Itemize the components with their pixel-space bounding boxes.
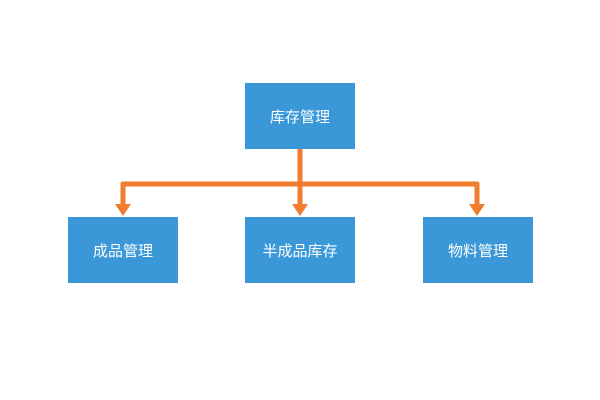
node-label: 库存管理 xyxy=(269,107,330,126)
arrowheads xyxy=(115,204,485,216)
node-materials-management: 物料管理 xyxy=(423,217,533,283)
node-semi-finished-inventory: 半成品库存 xyxy=(245,217,355,283)
arrowhead-right xyxy=(469,204,485,216)
node-label: 物料管理 xyxy=(447,241,508,260)
node-label: 半成品库存 xyxy=(262,241,338,260)
arrowhead-left xyxy=(115,204,131,216)
node-label: 成品管理 xyxy=(92,241,153,260)
node-finished-goods-management: 成品管理 xyxy=(68,217,178,283)
tree-connector xyxy=(120,146,480,210)
node-inventory-management: 库存管理 xyxy=(245,83,355,149)
arrowhead-mid xyxy=(292,204,308,216)
